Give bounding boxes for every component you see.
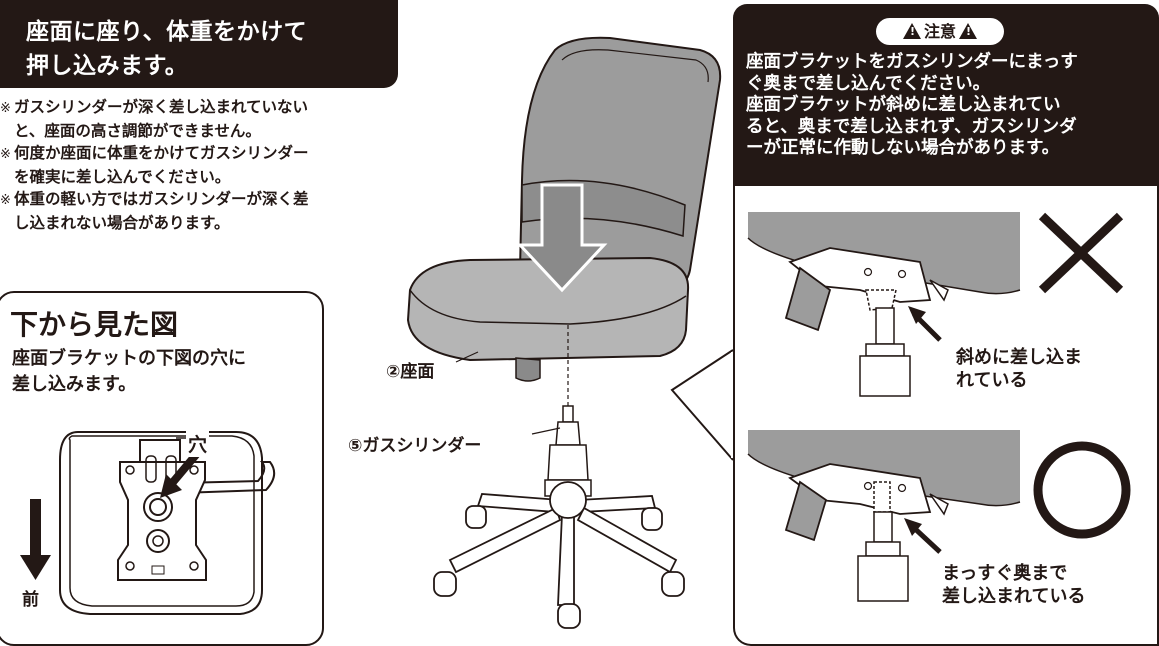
front-label: 前 <box>22 590 39 610</box>
note-text: し込まれない場合があります。 <box>14 214 230 232</box>
note-item: ※ガスシリンダーが深く差し込まれていない と、座面の高さ調節ができません。 <box>0 96 400 142</box>
note-text: 何度か座面に体重をかけてガスシリンダー <box>14 144 309 162</box>
caution-badge-label: 注意 <box>923 22 956 41</box>
note-text: と、座面の高さ調節ができません。 <box>14 122 261 140</box>
note-text: ガスシリンダーが深く差し込まれていない <box>14 98 309 116</box>
caution-badge: 注意 <box>876 18 1004 45</box>
correct-mark-icon <box>1033 441 1131 539</box>
note-item: ※体重の軽い方ではガスシリンダーが深く差 し込まれない場合があります。 <box>0 188 400 234</box>
bottom-view-description: 座面ブラケットの下図の穴に 差し込みます。 <box>12 348 246 395</box>
step-instruction-box: 座面に座り、体重をかけて 押し込みます。 <box>0 0 398 88</box>
step-line-2: 押し込みます。 <box>26 53 189 79</box>
note-text: 体重の軽い方ではガスシリンダーが深く差 <box>14 190 309 208</box>
push-down-arrow <box>516 183 608 293</box>
bottom-view-title: 下から見た図 <box>10 308 179 341</box>
caution-text: 座面ブラケットをガスシリンダーにまっす ぐ奥まで差し込んでください。 座面ブラケ… <box>746 52 1078 158</box>
gas-cylinder-label: ⑤ガスシリンダー <box>348 436 482 456</box>
wrong-insertion-label: 斜めに差し込ま れている <box>956 347 1082 391</box>
correct-insertion-label: まっすぐ奥まで 差し込まれている <box>942 563 1086 607</box>
wrong-mark-icon <box>1038 212 1124 294</box>
wrong-insertion-illustration <box>747 212 1124 397</box>
notes-list: ※ガスシリンダーが深く差し込まれていない と、座面の高さ調節ができません。 ※何… <box>0 96 400 234</box>
note-item: ※何度か座面に体重をかけてガスシリンダー を確実に差し込んでください。 <box>0 142 400 188</box>
correct-insertion-illustration <box>747 430 1131 602</box>
step-line-1: 座面に座り、体重をかけて <box>26 19 308 45</box>
hole-label: 穴 <box>186 430 210 457</box>
note-text: を確実に差し込んでください。 <box>14 168 231 186</box>
seat-label: ②座面 <box>386 362 435 382</box>
warning-icon <box>959 23 977 39</box>
down-arrow-icon <box>20 499 51 580</box>
warning-icon <box>902 23 921 39</box>
